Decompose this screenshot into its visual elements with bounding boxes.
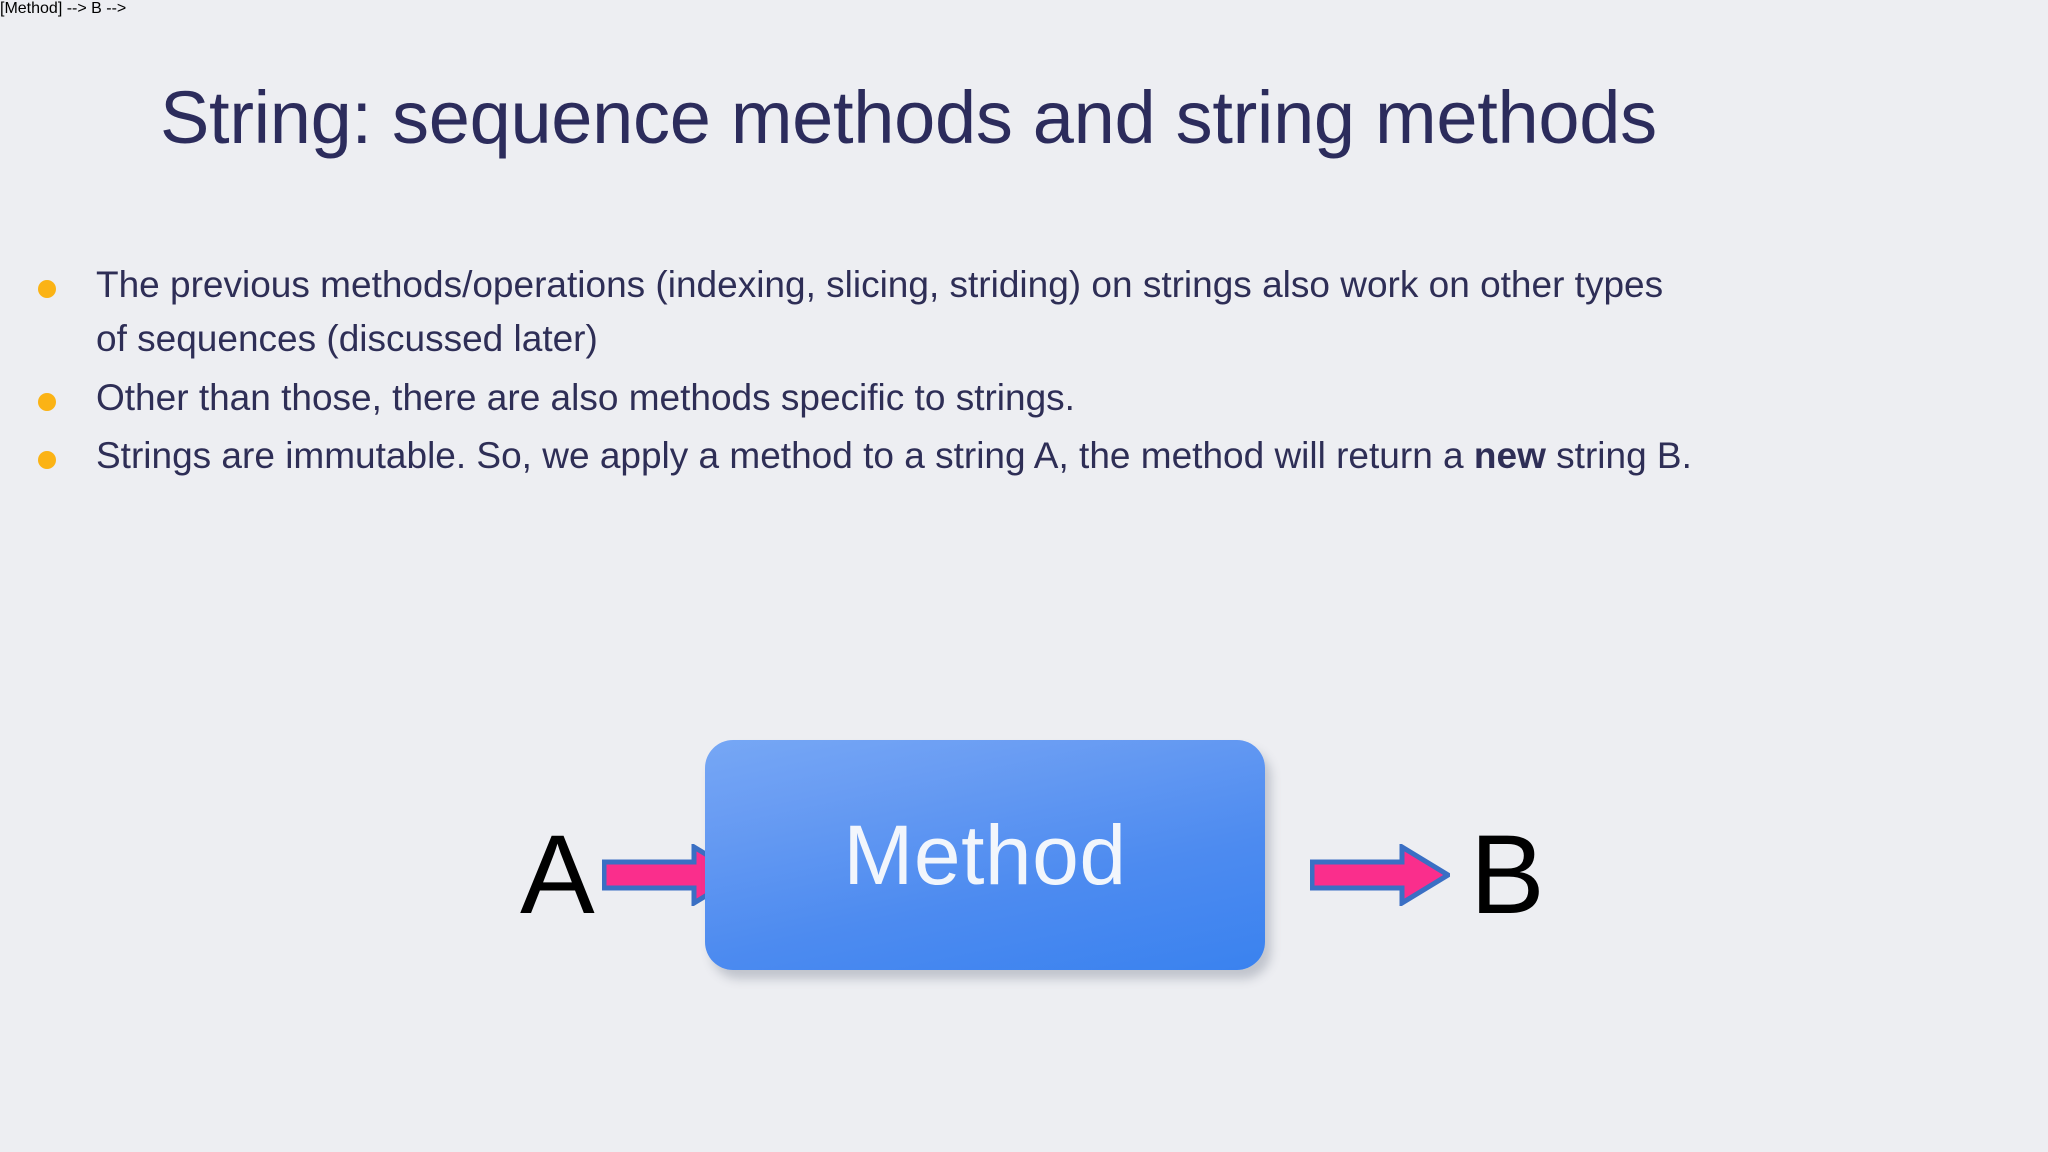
bullet-text-prefix: Strings are immutable. So, we apply a me… (96, 435, 1474, 477)
output-arrow-icon (1310, 844, 1450, 906)
bullet-text: Other than those, there are also methods… (96, 376, 1075, 418)
bullet-dot-icon (38, 451, 56, 470)
method-flow-diagram: A Method B (520, 740, 1545, 1010)
bullet-text-suffix: string B. (1545, 435, 1692, 477)
bullet-text: Strings are immutable. So, we apply a me… (96, 429, 1696, 483)
input-label: A (520, 812, 595, 937)
bullet-list: The previous methods/operations (indexin… (38, 258, 1798, 488)
list-item: The previous methods/operations (indexin… (38, 258, 1798, 367)
bullet-text: The previous methods/operations (indexin… (96, 264, 1664, 360)
bullet-text-emphasis: new (1473, 435, 1546, 477)
method-box: Method (705, 740, 1265, 970)
list-item: Other than those, there are also methods… (38, 371, 1798, 425)
page-title: String: sequence methods and string meth… (160, 76, 1657, 159)
bullet-dot-icon (38, 392, 56, 411)
list-item: Strings are immutable. So, we apply a me… (38, 429, 1798, 483)
bullet-dot-icon (38, 280, 56, 298)
output-label: B (1470, 812, 1545, 937)
method-box-label: Method (843, 808, 1127, 902)
